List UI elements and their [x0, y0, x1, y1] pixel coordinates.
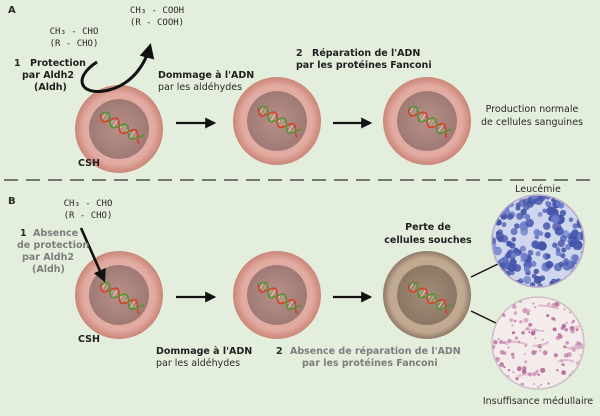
damage-label-a-bold: Dommage à l'ADN	[158, 70, 255, 81]
dna-helix-a3	[407, 105, 452, 139]
formula-acid-generic: (R - COOH)	[129, 18, 185, 28]
connector-marrow	[470, 310, 499, 325]
protection-label-2: par Aldh2	[22, 70, 74, 81]
dna-helix-a1	[99, 111, 144, 145]
formula-acid: CH₃ - COOH	[129, 6, 185, 16]
dna-helix-b3	[407, 281, 452, 315]
stem-loss-label-1: Perte de	[405, 222, 451, 233]
formula-aldehyde-b: CH₃ - CHO	[63, 199, 113, 209]
result-label-2: de cellules sanguines	[480, 117, 583, 128]
formula-aldehyde-a: CH₃ - CHO	[49, 27, 99, 37]
damage-label-a-normal: par les aldéhydes	[158, 82, 243, 93]
protection-label-1: Protection	[30, 58, 86, 69]
csh-label-a: CSH	[78, 158, 100, 169]
section-label-b: B	[8, 196, 16, 207]
damage-label-b-bold: Dommage à l'ADN	[156, 346, 253, 357]
dna-helix-b2	[257, 281, 302, 315]
protection-label-3: (Aldh)	[34, 82, 67, 93]
formula-aldehyde-generic-a: (R - CHO)	[49, 39, 99, 49]
no-protection-label-3: par Aldh2	[22, 252, 74, 263]
leukemia-micrograph	[491, 194, 585, 288]
dna-helix-b1	[99, 281, 144, 315]
no-protection-label-4: (Aldh)	[32, 264, 65, 275]
no-protection-label-2: de protection	[17, 240, 90, 251]
step-1-number-b: 1	[20, 228, 27, 239]
protection-curved-arrow	[80, 43, 155, 93]
damage-label-b-normal: par les aldéhydes	[156, 358, 241, 369]
repair-label-1: Réparation de l'ADN	[312, 48, 421, 59]
stem-loss-label-2: cellules souches	[384, 235, 472, 246]
no-protection-label-1: Absence	[33, 228, 79, 239]
leukemia-label: Leucémie	[515, 184, 561, 195]
marrow-micrograph	[491, 296, 585, 390]
no-repair-label-2: par les protéines Fanconi	[302, 358, 438, 369]
repair-label-2: par les protéines Fanconi	[296, 60, 432, 71]
step-1-number-a: 1	[14, 58, 21, 69]
step-2-number-b: 2	[276, 346, 283, 357]
csh-label-b: CSH	[78, 334, 100, 345]
marrow-failure-label: Insuffisance médullaire	[482, 396, 594, 407]
section-label-a: A	[8, 5, 16, 16]
dna-helices	[99, 105, 452, 315]
formula-aldehyde-generic-b: (R - CHO)	[63, 211, 113, 221]
result-label-1: Production normale	[485, 104, 579, 115]
step-2-number-a: 2	[296, 48, 303, 59]
dna-helix-a2	[257, 105, 302, 139]
connector-leukemia	[470, 263, 499, 278]
no-repair-label-1: Absence de réparation de l'ADN	[290, 346, 461, 357]
aldehyde-attack-arrow	[79, 227, 106, 283]
